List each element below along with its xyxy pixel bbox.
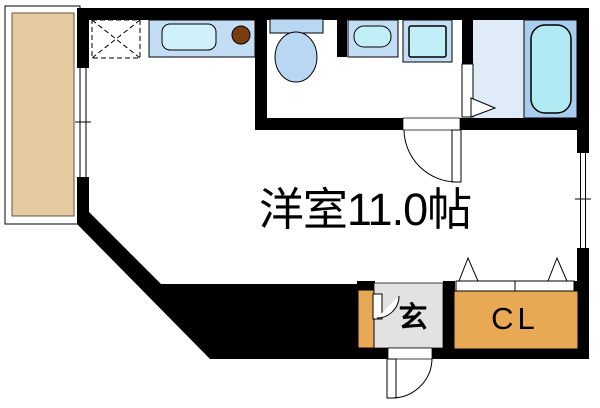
toilet-tank [269, 18, 324, 34]
bathroom [461, 19, 578, 119]
closet-bottom-wall [443, 349, 589, 359]
room-label: 洋室11.0帖 [258, 184, 472, 235]
washbasin-sink [353, 25, 392, 48]
closet-folding-door-marker-right [547, 256, 568, 282]
washroom-door-swing-arc [403, 129, 457, 183]
toilet [269, 18, 324, 83]
entrance-door-leaf [386, 358, 397, 399]
top-wall [78, 8, 589, 20]
sanitary-bottom-wall-left [255, 118, 403, 130]
shoe-cabinet-door-arc [376, 295, 400, 319]
toilet-room-left-wall [255, 20, 267, 130]
sanitary-bottom-wall-right [460, 118, 589, 130]
balcony-floor [11, 12, 75, 217]
closet-label: CL [491, 301, 539, 336]
closet-track-filler [572, 281, 580, 291]
bathroom-folding-door-marker [470, 97, 497, 118]
closet-folding-door-marker-left [458, 256, 479, 282]
closet-interior [453, 290, 579, 350]
refrigerator-space-cross [91, 19, 141, 59]
bathtub [530, 24, 572, 114]
washroom-door-threshold [402, 117, 461, 131]
entrance-door-swing-arc [391, 358, 433, 399]
entrance-bottom-wall-right [432, 348, 444, 359]
shoe-cabinet [357, 289, 375, 349]
kitchen-sink [161, 23, 217, 51]
bathroom-door-leaf [461, 63, 474, 118]
washroom-door [402, 117, 462, 183]
walls [77, 8, 589, 359]
entrance-area [357, 282, 444, 399]
stove-burner [231, 25, 251, 45]
bath-divider-wall [462, 20, 473, 64]
right-wall-lower [577, 248, 589, 359]
left-window [75, 68, 91, 177]
right-window-opening [577, 153, 589, 248]
right-wall-upper [577, 8, 589, 153]
left-wall-upper [77, 8, 89, 68]
entrance-door-threshold [387, 347, 433, 360]
kitchen [91, 19, 256, 59]
left-wall-lower [77, 177, 89, 223]
entrance-label: 玄 [398, 302, 428, 334]
shoe-cabinet-lintel [357, 281, 375, 291]
closet-area [453, 256, 579, 350]
refrigerator-space-cross [91, 19, 141, 59]
washing-machine-inner [408, 25, 447, 58]
entrance-right-wall [443, 281, 455, 359]
toilet-partition-wall [337, 20, 347, 57]
shoe-cabinet-door-leaf [372, 293, 383, 320]
entrance-bottom-wall-left [355, 348, 388, 359]
washroom-fixtures [347, 19, 453, 63]
right-window [575, 153, 591, 248]
toilet-bowl [274, 31, 318, 83]
diagonal-wall [77, 212, 358, 359]
washroom-door-leaf [451, 129, 462, 183]
